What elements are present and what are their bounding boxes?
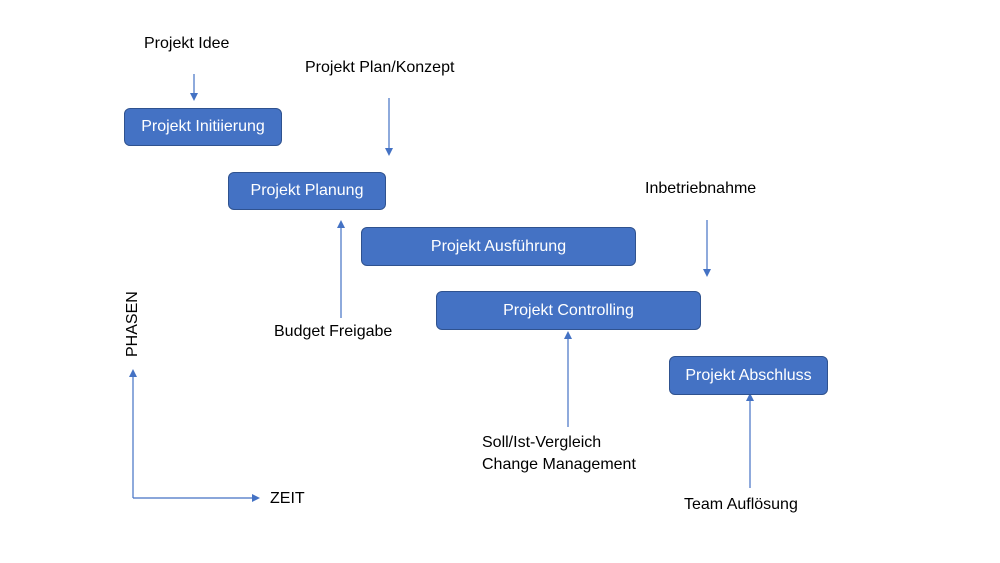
phase-ausfuehrung: Projekt Ausführung (361, 227, 636, 266)
phase-initiierung-label: Projekt Initiierung (141, 118, 265, 135)
x-axis-label: ZEIT (270, 490, 305, 507)
phase-planung: Projekt Planung (228, 172, 386, 210)
y-axis-label: PHASEN (124, 291, 141, 357)
label-team-aufloesung: Team Auflösung (684, 496, 798, 513)
label-budget-freigabe: Budget Freigabe (274, 323, 393, 340)
label-plan-konzept: Projekt Plan/Konzept (305, 59, 455, 76)
phase-abschluss-label: Projekt Abschluss (685, 366, 812, 384)
phase-controlling-label: Projekt Controlling (503, 301, 634, 319)
label-projekt-idee: Projekt Idee (144, 35, 230, 52)
label-inbetriebnahme: Inbetriebnahme (645, 180, 757, 197)
phase-initiierung: Projekt Initiierung (124, 108, 282, 146)
label-soll-ist: Soll/Ist-Vergleich (482, 434, 602, 451)
phase-controlling: Projekt Controlling (436, 291, 701, 330)
phase-abschluss: Projekt Abschluss (669, 356, 828, 395)
phase-ausfuehrung-label: Projekt Ausführung (430, 237, 567, 255)
phase-planung-label: Projekt Planung (250, 182, 364, 199)
label-change-management: Change Management (482, 456, 636, 473)
